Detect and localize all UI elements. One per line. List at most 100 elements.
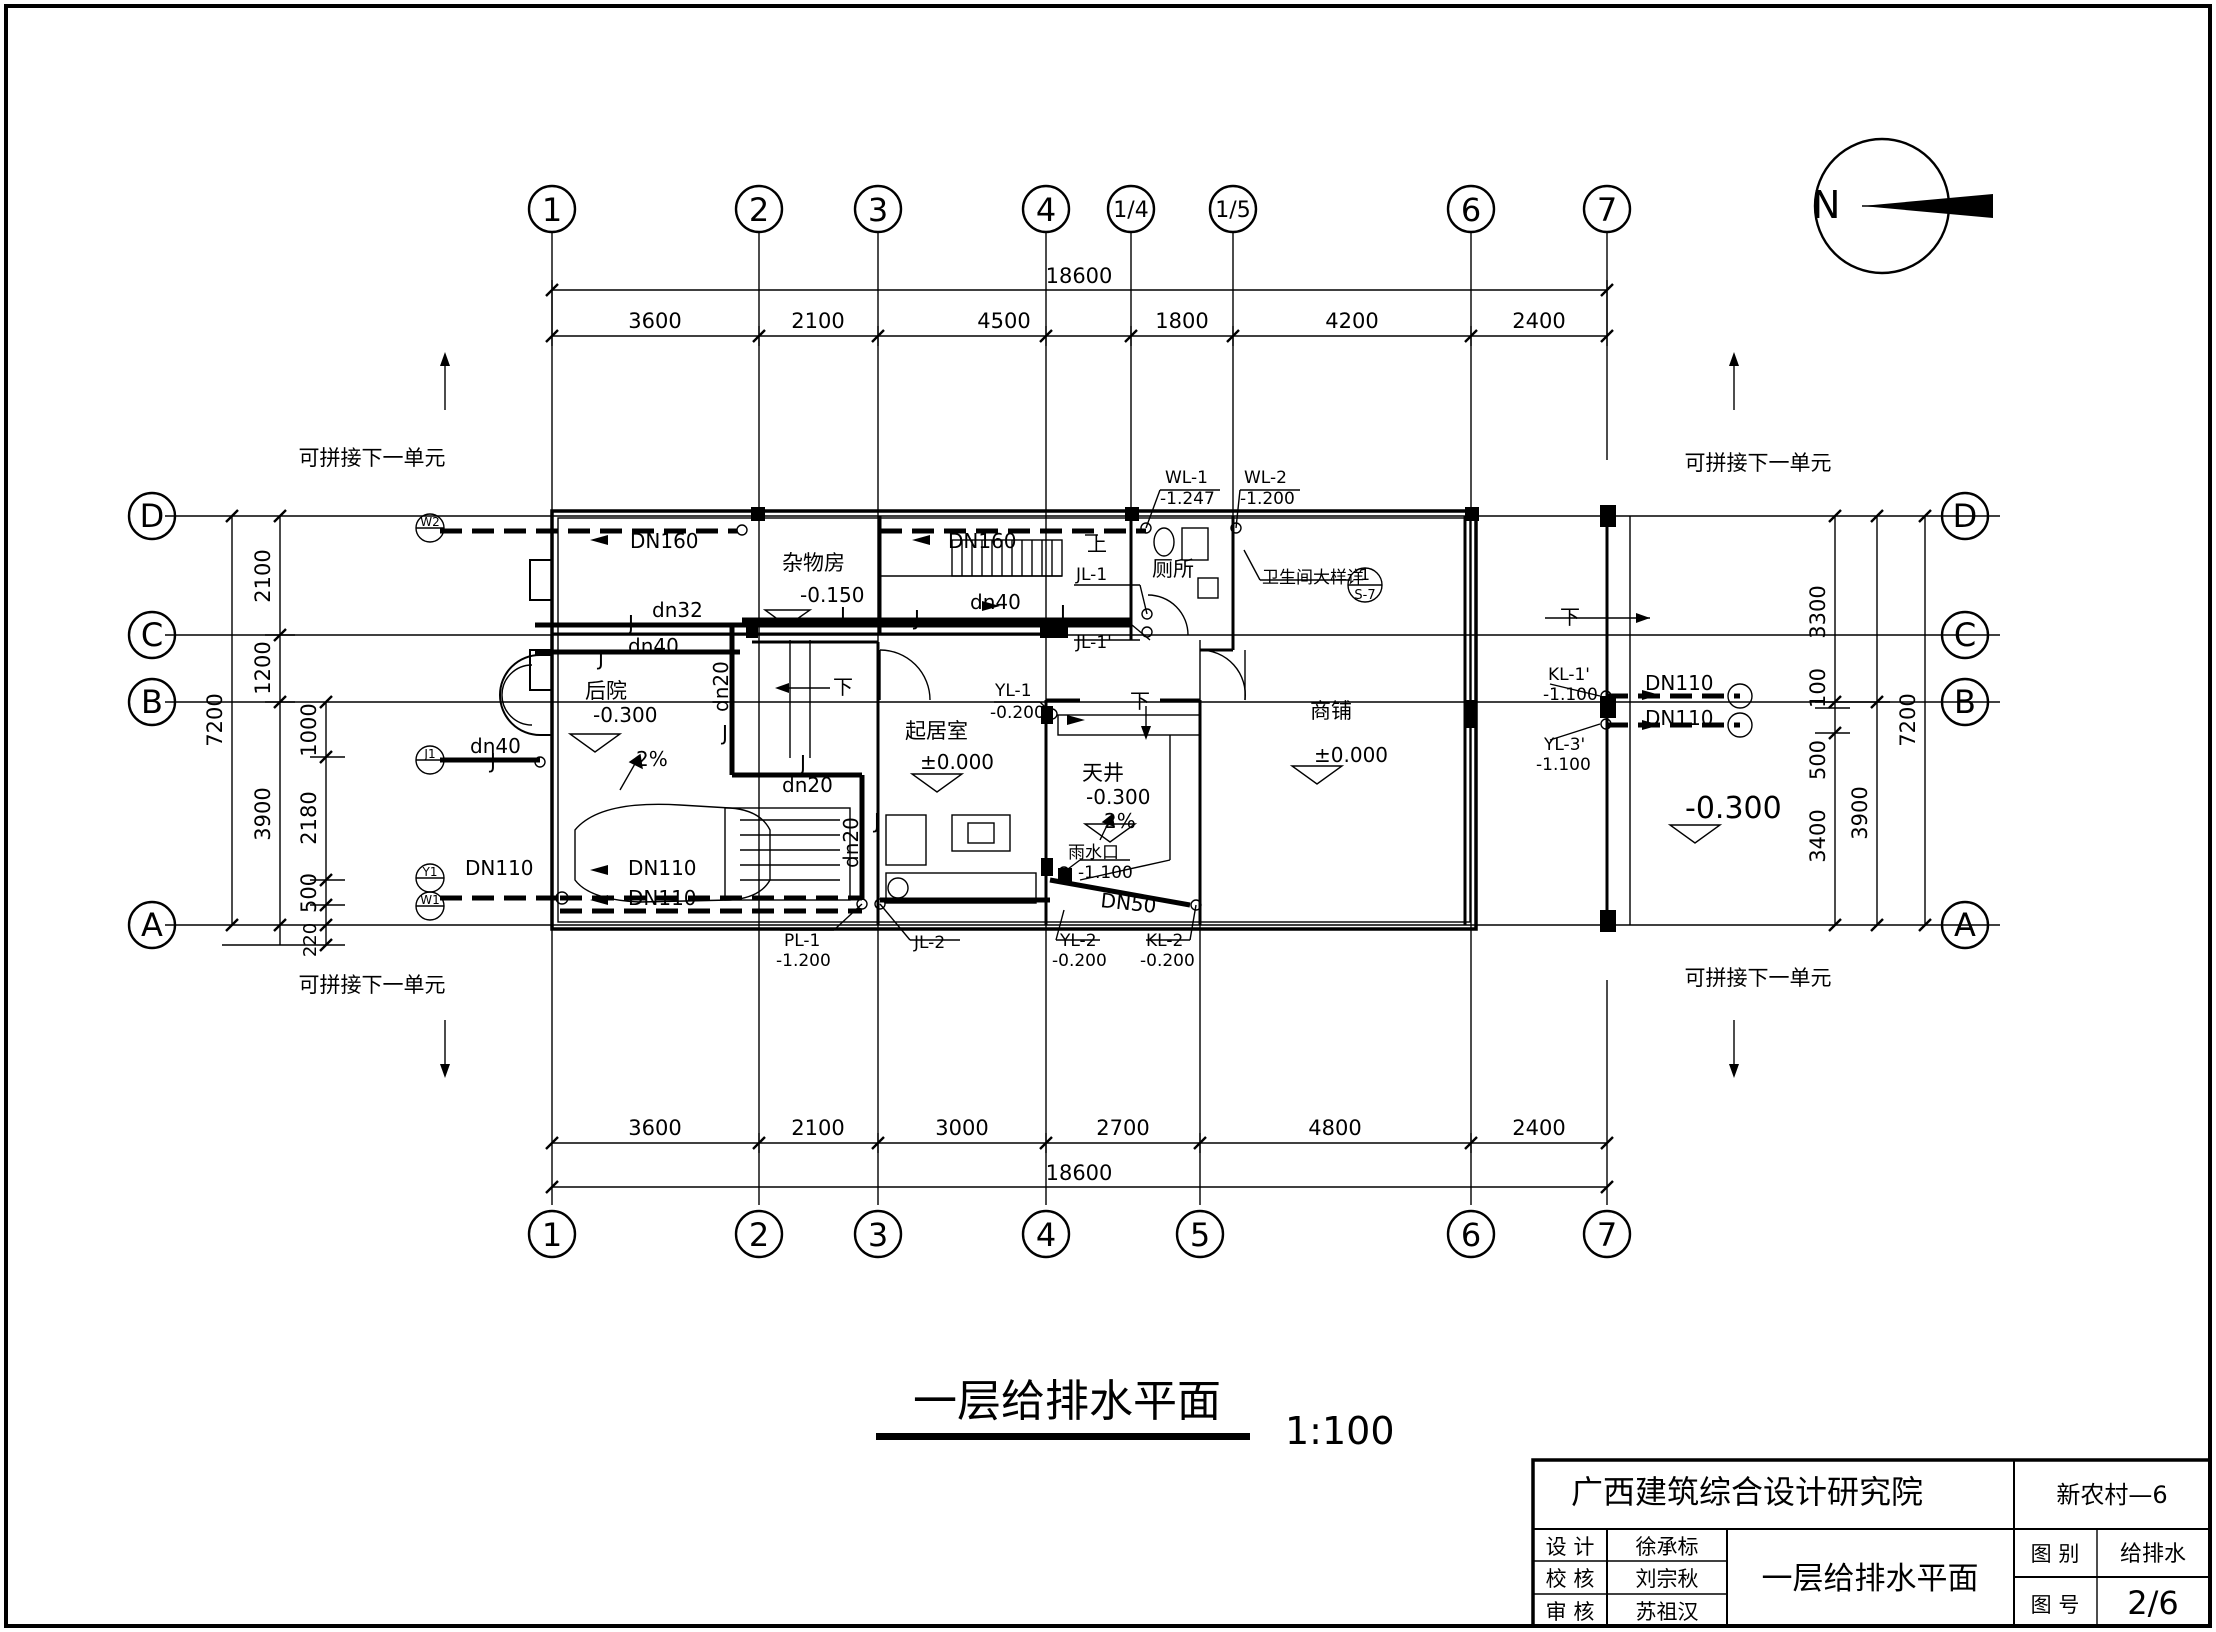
axis-label: 6 — [1461, 1216, 1481, 1254]
category-value: 给排水 — [2120, 1542, 2186, 1567]
pipe-marker — [1727, 683, 1753, 709]
row-bubble-right: B — [1940, 677, 1990, 727]
sheet-title: 一层给排水平面 — [1762, 1561, 1979, 1597]
dim-right-outer: 3900 — [1848, 786, 1872, 839]
slope-arrows — [619, 753, 1115, 841]
axis-label: 3 — [868, 1216, 888, 1254]
axis-bubble: 3 — [853, 1209, 903, 1259]
room-patio: 天井 — [1082, 761, 1124, 785]
pipe-label: dn32 — [652, 598, 703, 622]
dim-bottom: 3000 — [935, 1116, 988, 1140]
row-bubble-left: C — [127, 610, 177, 660]
svg-text:B: B — [141, 683, 163, 721]
dim-right-outer: 7200 — [1896, 693, 1920, 746]
room-storage: 杂物房 — [782, 551, 845, 575]
row-bubble-left: D — [127, 491, 177, 541]
pipe-label: dn20 — [782, 773, 833, 797]
row-bubble-left: B — [127, 677, 177, 727]
dim-left-mid: 2100 — [251, 549, 275, 602]
riser-level: -1.200 — [1240, 489, 1295, 509]
pipe-marker-y1: Y1 — [415, 863, 445, 893]
dim-top: 4500 — [977, 309, 1030, 333]
pipe-label: DN160 — [630, 529, 699, 553]
svg-text:J1: J1 — [423, 747, 435, 761]
svg-text:D: D — [1953, 497, 1978, 535]
dim-left-outer: 7200 — [203, 693, 227, 746]
axis-label: 5 — [1190, 1216, 1210, 1254]
riser-level: -1.247 — [1160, 489, 1215, 509]
pipe-label: dn40 — [970, 590, 1021, 614]
level-street: -0.300 — [1685, 791, 1782, 826]
pipe-marker — [1727, 712, 1753, 738]
riser-level: -0.200 — [1140, 951, 1195, 971]
pipe-label: DN110 — [628, 856, 697, 880]
riser-label: WL-2 — [1244, 468, 1287, 488]
pipe-label: DN110 — [1645, 671, 1714, 695]
pipe-label: dn40 — [470, 734, 521, 758]
room-living: 起居室 — [905, 719, 968, 743]
room-labels: 杂物房 厕所 后院 起居室 天井 商铺 卫生间大样详 — [585, 551, 1364, 785]
pipe-label: DN110 — [1645, 706, 1714, 730]
riser-label: KL-2 — [1146, 931, 1183, 951]
axis-bubble: 4 — [1021, 1209, 1071, 1259]
axis-label: 4 — [1036, 1216, 1056, 1254]
dimension-ticks-left — [225, 509, 333, 952]
riser-label: YL-2 — [1059, 931, 1097, 951]
riser-label: WL-1 — [1165, 468, 1208, 488]
note-slope: 2% — [636, 747, 668, 771]
riser-label: JL-1' — [1075, 633, 1112, 653]
dim-top: 4200 — [1325, 309, 1378, 333]
dimension-ticks-top — [545, 283, 1614, 343]
level-living: ±0.000 — [920, 750, 994, 774]
axis-bubble: 1 — [527, 184, 577, 234]
notes: 可拼接下一单元 可拼接下一单元 可拼接下一单元 可拼接下一单元 上 下 下 下 … — [299, 446, 1832, 997]
riser-level: -1.100 — [1543, 685, 1598, 705]
toilet-detail-note: 卫生间大样详 — [1262, 568, 1364, 588]
axis-label: 1/5 — [1215, 198, 1250, 223]
columns — [746, 505, 1616, 932]
axis-label: 1 — [542, 1216, 562, 1254]
furniture — [885, 814, 1037, 904]
axis-label: 7 — [1597, 191, 1617, 229]
dim-left-mid: 1200 — [251, 641, 275, 694]
pipe-label-j: J — [1058, 601, 1066, 625]
svg-text:1: 1 — [1360, 565, 1370, 584]
dim-right-inner: 3400 — [1806, 809, 1830, 862]
riser-label: PL-1 — [784, 931, 820, 951]
riser-level: -0.200 — [1052, 951, 1107, 971]
axis-label: 2 — [749, 1216, 769, 1254]
dim-bottom: 3600 — [628, 1116, 681, 1140]
review-label: 审 核 — [1546, 1600, 1595, 1624]
detail-callout: 1 S-7 — [1347, 565, 1383, 603]
rain-outlet-level: -1.100 — [1078, 863, 1133, 883]
dim-bottom: 2400 — [1512, 1116, 1565, 1140]
axis-label: 1 — [542, 191, 562, 229]
dim-left-mid: 3900 — [251, 787, 275, 840]
supply-pipes — [440, 617, 1191, 908]
level-shop: ±0.000 — [1314, 743, 1388, 767]
dimensions-right — [1815, 516, 1926, 925]
pipe-label: DN110 — [628, 886, 697, 910]
dimension-ticks-right — [1828, 509, 1932, 932]
note-slope: 2% — [1104, 809, 1136, 833]
svg-text:Y1: Y1 — [422, 865, 438, 879]
note-down: 下 — [833, 675, 853, 699]
svg-text:B: B — [1954, 683, 1976, 721]
pipe-label-j: J — [626, 611, 634, 635]
title-text: 一层给排水平面 — [913, 1376, 1221, 1427]
scale-text: 1:100 — [1285, 1409, 1395, 1453]
svg-text:A: A — [1954, 906, 1976, 944]
axis-label: 4 — [1036, 191, 1056, 229]
patio-walls — [1057, 714, 1201, 881]
flow-arrows — [590, 535, 1660, 905]
pipe-label: dn20 — [709, 661, 733, 712]
axis-bubble: 7 — [1582, 184, 1632, 234]
category-label: 图 别 — [2031, 1542, 2080, 1566]
dim-top: 1800 — [1155, 309, 1208, 333]
note-up: 上 — [1087, 532, 1107, 556]
level-backyard: -0.300 — [593, 703, 657, 727]
pipe-label-j: J — [798, 751, 806, 775]
level-labels: -0.150 -0.300 ±0.000 -0.300 ±0.000 -0.30… — [593, 583, 1782, 826]
sheet-border — [4, 4, 2212, 1628]
number-label: 图 号 — [2031, 1593, 2080, 1617]
